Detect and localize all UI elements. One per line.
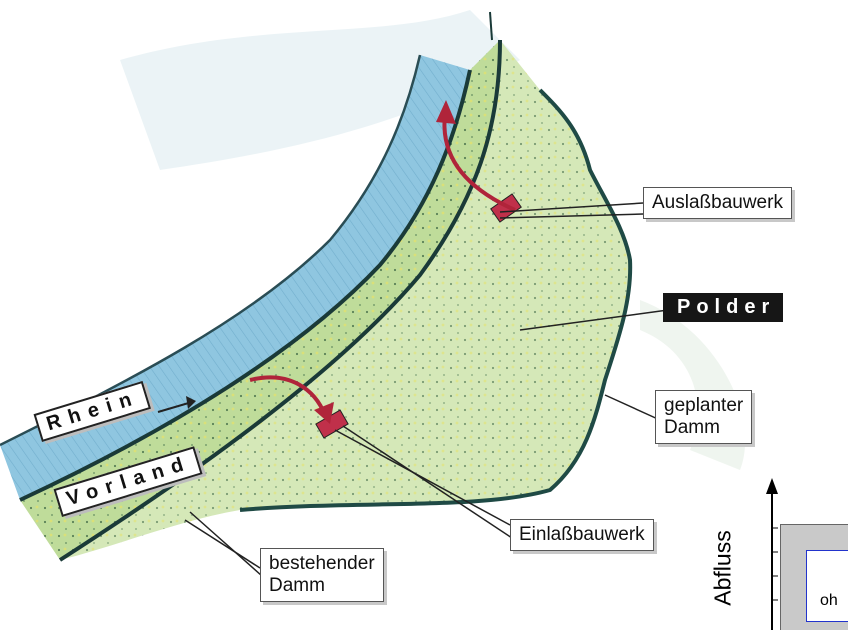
planned-dike-label: geplanter Damm <box>655 390 752 444</box>
inlet-label: Einlaßbauwerk <box>510 519 654 551</box>
planned-dike-line2: Damm <box>664 417 743 439</box>
existing-dike-label: bestehender Damm <box>260 548 384 602</box>
inset-axis-label: Abfluss <box>710 530 737 605</box>
existing-dike-line2: Damm <box>269 575 375 597</box>
existing-dike-line1: bestehender <box>269 553 375 575</box>
inset-legend-text: oh <box>820 592 838 610</box>
outlet-label: Auslaßbauwerk <box>643 187 792 219</box>
polder-label: Polder <box>663 293 783 322</box>
planned-dike-line1: geplanter <box>664 395 743 417</box>
inset-axis <box>766 478 778 630</box>
inset-legend-box <box>806 550 848 622</box>
